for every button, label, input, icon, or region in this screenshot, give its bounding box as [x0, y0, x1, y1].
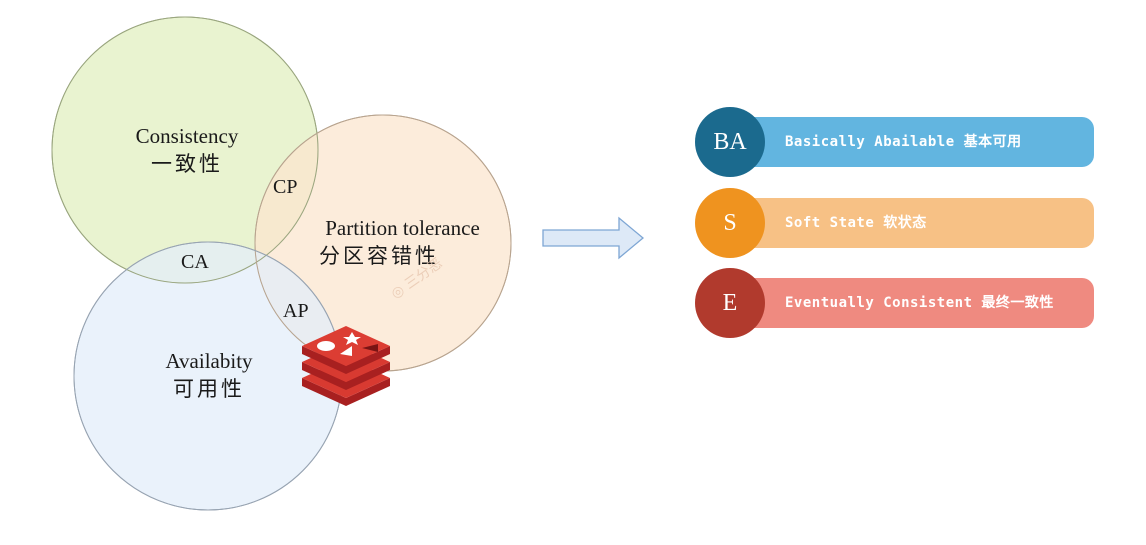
base-item-ba: Basically Abailable 基本可用 BA [695, 107, 1095, 177]
cap-venn-diagram [51, 16, 512, 511]
availability-cn: 可用性 [173, 377, 245, 401]
base-bar: Eventually Consistent 最终一致性 [750, 278, 1094, 328]
base-badge-label: BA [713, 128, 747, 155]
consistency-title: Consistency [135, 124, 239, 148]
redis-logo-icon [302, 326, 390, 406]
base-badge: S [695, 188, 765, 258]
partition-label: Partition tolerance 分区容错性 [305, 214, 500, 270]
right-arrow-icon [542, 216, 645, 260]
ca-label: CA [181, 251, 209, 273]
base-item-text: Soft State 软状态 [785, 215, 927, 231]
base-badge: BA [695, 107, 765, 177]
base-bar: Basically Abailable 基本可用 [750, 117, 1094, 167]
base-badge-label: E [722, 289, 738, 316]
consistency-label: Consistency 一致性 [112, 122, 262, 178]
cp-label: CP [273, 176, 298, 198]
base-item-text: Basically Abailable 基本可用 [785, 134, 1022, 150]
ap-label: AP [283, 300, 309, 322]
base-item-e: Eventually Consistent 最终一致性 E [695, 268, 1095, 338]
base-item-s: Soft State 软状态 S [695, 188, 1095, 258]
availability-label: Availabity 可用性 [134, 347, 284, 403]
partition-cn: 分区容错性 [319, 244, 439, 268]
base-badge: E [695, 268, 765, 338]
base-badge-label: S [723, 209, 737, 236]
consistency-cn: 一致性 [151, 152, 223, 176]
base-item-text: Eventually Consistent 最终一致性 [785, 295, 1054, 311]
availability-title: Availabity [165, 349, 253, 373]
partition-title: Partition tolerance [325, 216, 480, 240]
base-bar: Soft State 软状态 [750, 198, 1094, 248]
